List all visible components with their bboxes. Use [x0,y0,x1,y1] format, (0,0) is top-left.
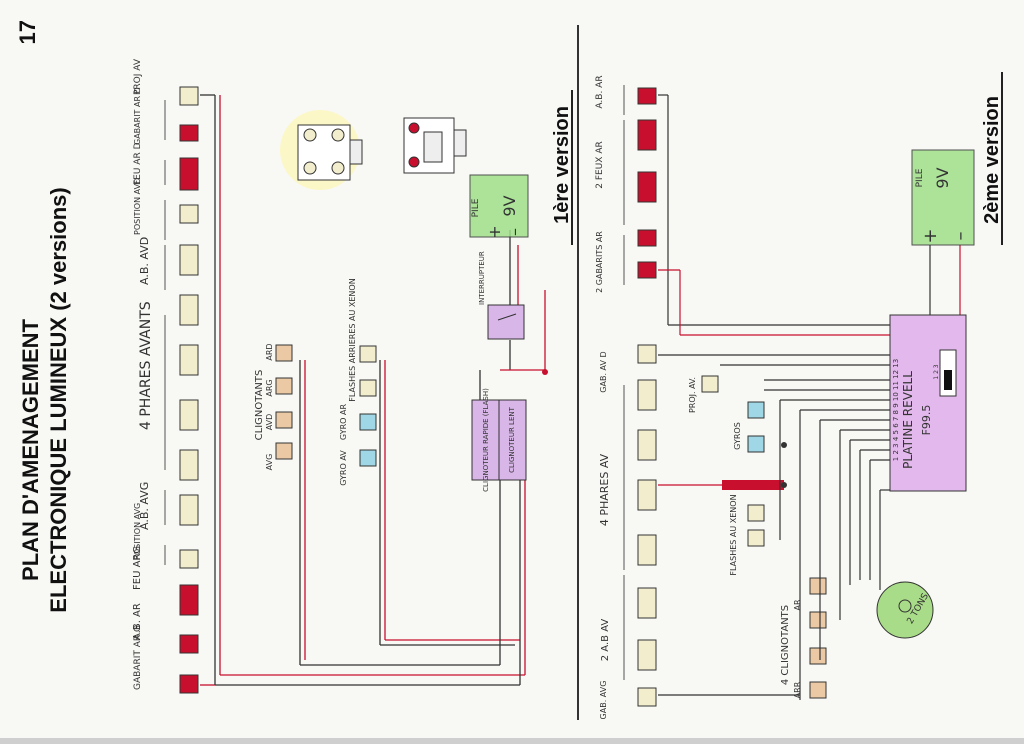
v2-platine-revell: PLATINE REVELL F99.5 1 2 3 4 5 6 7 8 9 1… [889,314,967,492]
v1-pile-minus: – [505,228,524,236]
v1-gyro-ar: GYRO AR [339,404,348,441]
v2-platine-label: PLATINE REVELL [901,371,915,469]
v1-label-ab-ar: A.B. AR [132,603,143,640]
v2-pile-plus: + [920,228,941,243]
v1-lamp-ab-avd [179,244,199,276]
v1-gyro-av: GYRO AV [339,450,348,486]
v1-cligno-avd: AVD [265,414,274,431]
v2-pile-minus: – [950,232,971,241]
version-2-heading: 2ème version [981,96,1003,224]
title-line-1: PLAN D'AMENAGEMENT [18,318,43,580]
v1-lamp-ab-avg [179,494,199,526]
v2-lamp-column [637,87,827,707]
v2-platine-ref: F99.5 [920,405,933,436]
v1-battery: PILE 9V + – [469,174,529,239]
v1-label-feu-ard: FEU AR D [133,142,143,185]
v1-lamp-column [179,86,199,694]
v1-flash-label: FLASHES ARRIERES AU XENON [348,278,357,401]
v2-label-2-gabarits-ar: 2 GABARITS AR [595,231,604,293]
v1-label-position-avg: POSITION AVG [133,503,142,560]
page-number: 17 [15,20,40,44]
v1-cligno-avg: AVG [265,454,274,471]
v2-cligno-arr: ARR [793,681,802,698]
v1-label-ab-avd: A.B. AVD [138,237,151,285]
v2-pile-voltage: 9V [933,167,952,188]
vehicle-sketch-front [280,110,363,190]
v2-cligno-ar: AR [793,599,802,610]
v2-buzzer-2-tons: 2 TONS [876,581,934,639]
v2-label-proj-av: PROJ. AV. [688,377,697,413]
v2-label-gab-avd: GAB. AV D [599,351,608,392]
v2-pile-label: PILE [915,168,925,187]
version-1-section: 1ère version GABARIT AR G A.B. AR FEU AR… [132,58,573,694]
v2-label-gyros: GYROS [733,422,742,450]
v2-switch-positions: 1 2 3 [933,364,940,379]
v1-label-gabarit-arg: GABARIT AR G [133,625,143,690]
v1-flashes-gyros: FLASHES ARRIERES AU XENON GYRO AV GYRO A… [339,278,377,486]
v1-lamp-phare-2 [179,399,199,431]
v1-pile-label: PILE [471,198,481,217]
v1-lamp-phare-4 [179,294,199,326]
title-line-2: ELECTRONIQUE LUMINEUX (2 versions) [46,187,71,612]
v1-lamp-phare-3 [179,344,199,376]
v1-label-4-phares: 4 PHARES AVANTS [138,301,154,430]
v1-interrupteur-label: INTERRUPTEUR [478,251,486,305]
v1-cligno-arg: ARG [265,379,274,396]
vehicle-sketch-rear [403,117,467,174]
v2-label-flashes: FLASHES AU XENON [729,494,738,575]
v1-lamp-feu-ard [179,157,199,191]
v1-label-proj-av: PROJ AV [133,58,143,95]
v1-label-feu-arg: FEU ARG [132,546,143,590]
v2-label-4-phares-av: 4 PHARES AV [598,453,611,526]
v1-pile-voltage: 9V [500,195,519,216]
v2-battery: PILE 9V + – [911,149,975,246]
v1-clign-rapide: CLIGNOTEUR RAPIDE (FLASH) [482,388,490,492]
v1-lamp-ab-ar [179,634,199,654]
v2-clignotants-label: 4 CLIGNOTANTS [780,605,791,685]
v1-interrupteur: INTERRUPTEUR [478,251,525,340]
v2-label-ab-ar: A.B. AR [595,75,605,108]
v2-label-2-feux-ar: 2 FEUX AR [595,141,605,188]
v1-lamp-gabarit-arg [179,674,199,694]
version-1-heading: 1ère version [551,106,573,224]
v1-clignotants-label: CLIGNOTANTS [254,370,265,441]
scan-edge [0,738,1024,744]
v2-label-gab-avg: GAB. AVG [599,681,608,720]
v1-clignotants: CLIGNOTANTS AVG AVD ARG ARD [254,343,293,471]
v1-lamp-position-avg [179,549,199,569]
v1-cligno-ard: ARD [265,343,274,360]
v1-clignoteurs: CLIGNOTEUR RAPIDE (FLASH) CLIGNOTEUR LEN… [471,388,527,492]
v2-label-2-ab-av: 2 A.B AV [600,619,611,662]
v1-lamp-feu-arg [179,584,199,616]
v1-label-gabarit-ard: GABARIT AR D [133,87,142,145]
version-2-section: 2ème version A.B. AR 2 FEUX AR 2 GABARIT… [595,72,1003,719]
v1-lamp-phare-1 [179,449,199,481]
v1-clign-lent: CLIGNOTEUR LENT [508,406,516,472]
v1-lamp-proj-av [179,86,199,106]
v1-pile-plus: + [485,225,504,238]
v1-lamp-gabarit-ard [179,124,199,142]
v2-red-bus [722,480,784,490]
v1-label-ab-avg: A.B. AVG [138,482,151,530]
v1-label-position-avd: POSITION AVD [133,178,142,235]
v2-platine-pins: 1 2 3 4 5 6 7 8 9 10 11 12 13 [892,359,900,461]
v1-lamp-position-avd [179,204,199,224]
